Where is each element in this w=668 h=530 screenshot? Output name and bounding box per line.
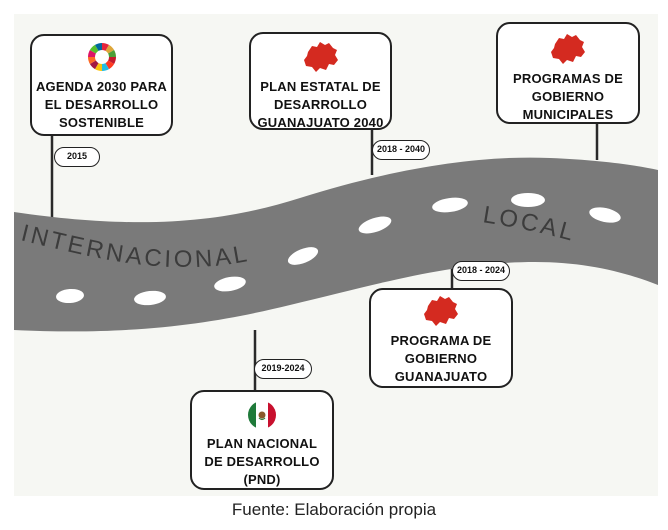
card-agenda-2030: AGENDA 2030 PARA EL DESARROLLO SOSTENIBL… <box>30 34 173 136</box>
period-badge-pnd: 2019-2024 <box>254 359 312 379</box>
card-plan-estatal: PLAN ESTATAL DE DESARROLLO GUANAJUATO 20… <box>249 32 392 130</box>
figure-caption: Fuente: Elaboración propia <box>231 500 437 519</box>
card-title: PROGRAMAS DE GOBIERNO MUNICIPALES <box>512 71 624 122</box>
card-title: PLAN ESTATAL DE DESARROLLO GUANAJUATO 20… <box>257 79 384 130</box>
road-center-dashes <box>56 193 621 306</box>
card-programas-municipales: PROGRAMAS DE GOBIERNO MUNICIPALES <box>496 22 640 124</box>
period-badge-plan-estatal: 2018 - 2040 <box>372 140 430 160</box>
guanajuato-map-icon <box>551 34 585 64</box>
road <box>14 157 658 332</box>
mexico-flag-icon <box>248 401 276 429</box>
card-title: AGENDA 2030 PARA EL DESARROLLO SOSTENIBL… <box>35 79 168 130</box>
guanajuato-map-icon <box>303 42 338 72</box>
card-title: PROGRAMA DE GOBIERNO GUANAJUATO <box>390 333 492 384</box>
sdg-wheel-icon <box>87 43 116 71</box>
card-pnd: PLAN NACIONAL DE DESARROLLO (PND) <box>190 390 334 490</box>
card-title: PLAN NACIONAL DE DESARROLLO (PND) <box>204 436 320 487</box>
period-badge-programa-guanajuato: 2018 - 2024 <box>452 261 510 281</box>
card-programa-guanajuato: PROGRAMA DE GOBIERNO GUANAJUATO <box>369 288 513 388</box>
period-badge-agenda-2030: 2015 <box>54 147 100 167</box>
guanajuato-map-icon <box>424 296 458 326</box>
